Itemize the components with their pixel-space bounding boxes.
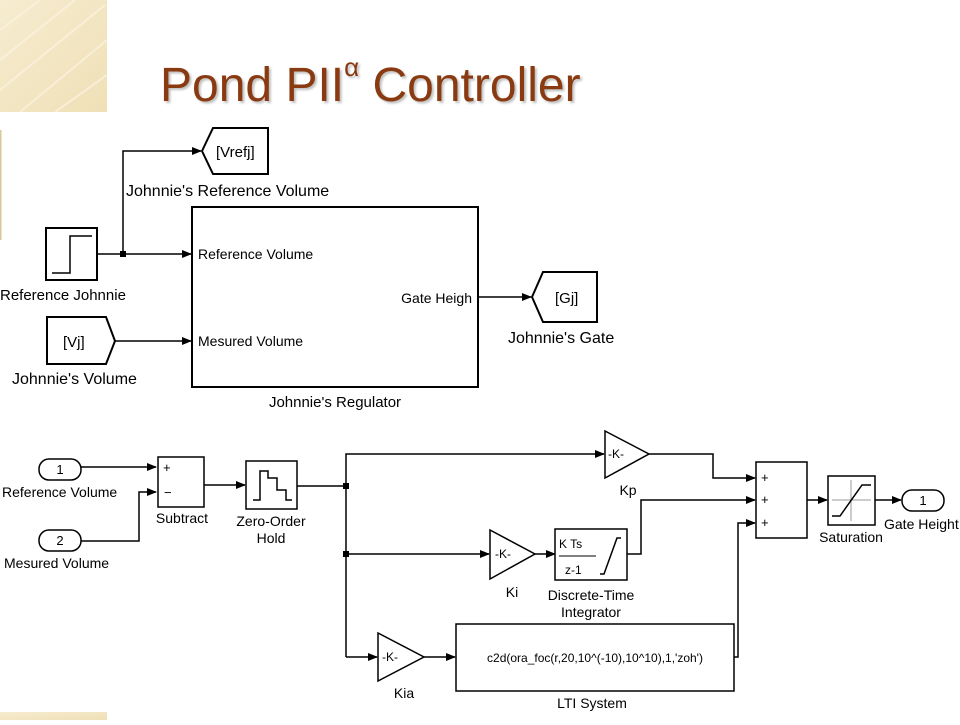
- inport-2-block[interactable]: 2: [38, 529, 82, 552]
- top-diagram: Reference Johnnie [Vrefj] Johnnie's Refe…: [0, 127, 614, 411]
- inport-2-number: 2: [56, 533, 63, 548]
- sum-input-lines: [627, 453, 756, 658]
- subtract-block[interactable]: + −: [157, 456, 205, 508]
- kp-label: Kp: [619, 482, 636, 498]
- vj-from-block[interactable]: [Vj]: [46, 316, 117, 365]
- kp-gain-text: -K-: [608, 447, 624, 461]
- inport-1-block[interactable]: 1: [38, 458, 82, 481]
- vref-goto-block[interactable]: [Vrefj]: [200, 127, 269, 175]
- branch-point: [120, 251, 126, 257]
- kia-label: Kia: [394, 685, 414, 701]
- inport-signal-lines: [81, 463, 157, 542]
- discrete-time-integrator-block[interactable]: K Ts z-1: [554, 528, 628, 581]
- sum-sign-3: +: [761, 515, 769, 530]
- sum-block[interactable]: + + +: [755, 461, 808, 539]
- outport-1-block[interactable]: 1: [901, 489, 945, 512]
- slide-title-text: Pond PII: [160, 59, 345, 112]
- inport-1-number: 1: [56, 462, 63, 477]
- integrator-label-line-1: Discrete-Time: [548, 587, 635, 603]
- vj-from-label: Johnnie's Volume: [12, 371, 137, 388]
- gj-goto-label: Johnnie's Gate: [508, 330, 614, 347]
- zero-order-hold-label-line-2: Hold: [257, 530, 286, 546]
- inport-1-label: Reference Volume: [2, 484, 117, 500]
- saturation-label: Saturation: [819, 529, 883, 545]
- regulator-subsystem-block[interactable]: Reference Volume Mesured Volume Gate Hei…: [191, 206, 479, 388]
- subtract-label: Subtract: [156, 510, 208, 526]
- ki-label: Ki: [506, 584, 518, 600]
- ki-gain-block[interactable]: -K-: [489, 528, 537, 581]
- step-source-label: Reference Johnnie: [0, 287, 126, 304]
- regulator-label: Johnnie's Regulator: [269, 394, 401, 411]
- vref-goto-label: Johnnie's Reference Volume: [126, 183, 329, 200]
- gj-goto-tag: [Gj]: [555, 290, 578, 307]
- regulator-input-2: Mesured Volume: [198, 333, 303, 349]
- branch-point-2: [343, 551, 349, 557]
- sum-sign-2: +: [761, 492, 769, 507]
- bottom-diagram: 1 Reference Volume 2 Mesured Volume + − …: [2, 429, 959, 711]
- lti-system-block[interactable]: c2d(ora_foc(r,20,10^(-10),10^10),1,'zoh'…: [455, 623, 735, 692]
- outport-1-number: 1: [919, 493, 926, 508]
- ki-gain-text: -K-: [495, 547, 511, 561]
- zero-order-hold-label-line-1: Zero-Order: [236, 513, 306, 529]
- step-source-block[interactable]: [45, 227, 98, 281]
- slide-title-superscript: α: [344, 52, 360, 82]
- inport-2-label: Mesured Volume: [4, 555, 109, 571]
- slide-title: Pond PIIα Controller: [160, 52, 581, 112]
- kia-gain-block[interactable]: -K-: [377, 631, 426, 683]
- lti-label: LTI System: [557, 695, 627, 711]
- regulator-input-1: Reference Volume: [198, 246, 313, 262]
- kia-gain-text: -K-: [382, 650, 398, 664]
- lti-expression: c2d(ora_foc(r,20,10^(-10),10^10),1,'zoh'…: [487, 651, 703, 665]
- subtract-plus-sign: +: [163, 460, 171, 475]
- gj-goto-block[interactable]: [Gj]: [530, 271, 598, 323]
- vj-from-tag: [Vj]: [63, 334, 85, 351]
- branch-point-1: [343, 483, 349, 489]
- corner-paper-decoration: [0, 0, 108, 720]
- outport-1-label: Gate Height: [884, 516, 959, 532]
- zoh-distribution-lines: [297, 450, 605, 661]
- zero-order-hold-block[interactable]: [245, 460, 298, 510]
- saturation-block[interactable]: [827, 475, 876, 526]
- regulator-output: Gate Heigh: [401, 290, 472, 306]
- vref-goto-tag: [Vrefj]: [216, 144, 255, 161]
- subtract-minus-sign: −: [164, 485, 172, 500]
- step-signal-line: [97, 147, 202, 258]
- integrator-denominator: z-1: [565, 563, 582, 577]
- sum-sign-1: +: [761, 470, 769, 485]
- integrator-numerator: K Ts: [559, 537, 582, 551]
- kp-gain-block[interactable]: -K-: [604, 429, 651, 480]
- integrator-label-line-2: Integrator: [561, 604, 621, 620]
